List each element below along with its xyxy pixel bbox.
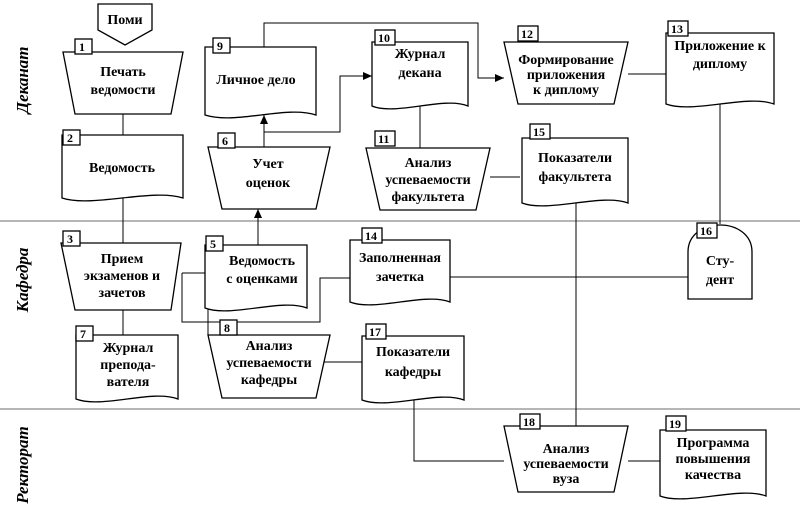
node-number: 16: [700, 224, 712, 238]
node-number: 2: [67, 131, 73, 145]
node-number: 3: [67, 232, 73, 246]
node-text: Сту-дент: [706, 254, 735, 288]
node-number: 1: [79, 40, 85, 54]
node-personal-file: 9 Личное дело: [204, 37, 317, 119]
node-number: 13: [671, 22, 683, 36]
start-node: Поми: [97, 3, 153, 46]
node-number: 17: [369, 325, 381, 339]
node-text: Поми: [107, 13, 142, 28]
node-number: 6: [222, 134, 228, 148]
node-text: Личное дело: [216, 73, 295, 88]
node-number: 14: [365, 229, 377, 243]
node-number: 11: [378, 132, 389, 146]
node-number: 12: [521, 27, 533, 41]
connectors: [122, 22, 721, 462]
node-number: 5: [210, 237, 216, 251]
lane-label-dept: Кафедра: [13, 247, 32, 313]
node-student: 16 Сту-дент: [687, 222, 753, 300]
node-number: 10: [378, 31, 390, 45]
node-statement: 2 Ведомость: [61, 129, 184, 202]
node-number: 19: [669, 417, 681, 431]
node-number: 18: [523, 415, 535, 429]
node-number: 9: [217, 39, 223, 53]
node-number: 15: [533, 125, 545, 139]
node-text: Ведомость: [89, 161, 156, 176]
lane-label-rector: Ректорат: [13, 426, 32, 504]
node-number: 7: [80, 327, 86, 341]
lane-label-dean: Деканат: [13, 46, 32, 115]
node-number: 8: [224, 321, 230, 335]
